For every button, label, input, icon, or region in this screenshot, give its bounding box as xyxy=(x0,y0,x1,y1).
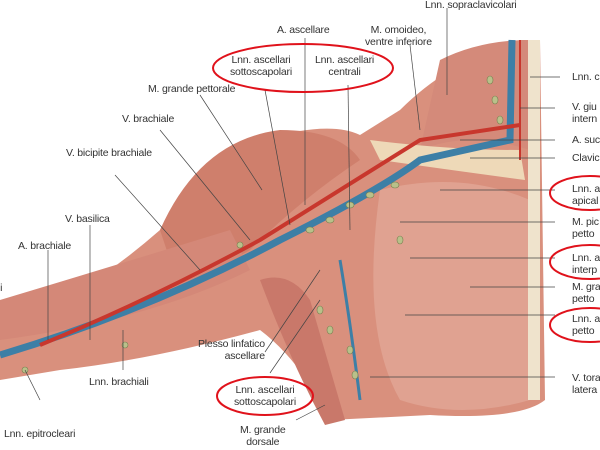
label-cut-left: li xyxy=(0,282,3,294)
highlight-ellipses xyxy=(212,43,600,416)
label-cephalic-vein: V. bicipite brachiale xyxy=(66,147,152,159)
label-right-3: Clavic xyxy=(572,152,600,164)
label-epitrochlear-nodes: Lnn. epitrocleari xyxy=(4,428,76,440)
latissimus-dorsi xyxy=(260,277,345,425)
label-right-0: Lnn. c xyxy=(572,71,600,83)
label-brachial-nodes: Lnn. brachiali xyxy=(89,376,149,388)
label-axillary-artery: A. ascellare xyxy=(277,24,330,36)
lymph-nodes xyxy=(21,75,504,380)
label-basilic-vein: V. basilica xyxy=(65,213,110,225)
label-pectoralis-major: M. grande pettorale xyxy=(148,83,236,95)
vessels xyxy=(0,39,521,401)
label-omohyoid: M. omoideo,ventre inferiore xyxy=(365,24,432,48)
label-brachial-artery: A. brachiale xyxy=(18,240,72,252)
label-right-2: A. suc xyxy=(572,134,600,146)
clavicle xyxy=(370,140,525,180)
label-brachial-vein: V. brachiale xyxy=(122,113,175,125)
label-supraclavicular-nodes: Lnn. sopraclavicolari xyxy=(425,0,517,11)
pectoralis-major xyxy=(373,182,530,410)
leader-lines xyxy=(24,8,560,421)
